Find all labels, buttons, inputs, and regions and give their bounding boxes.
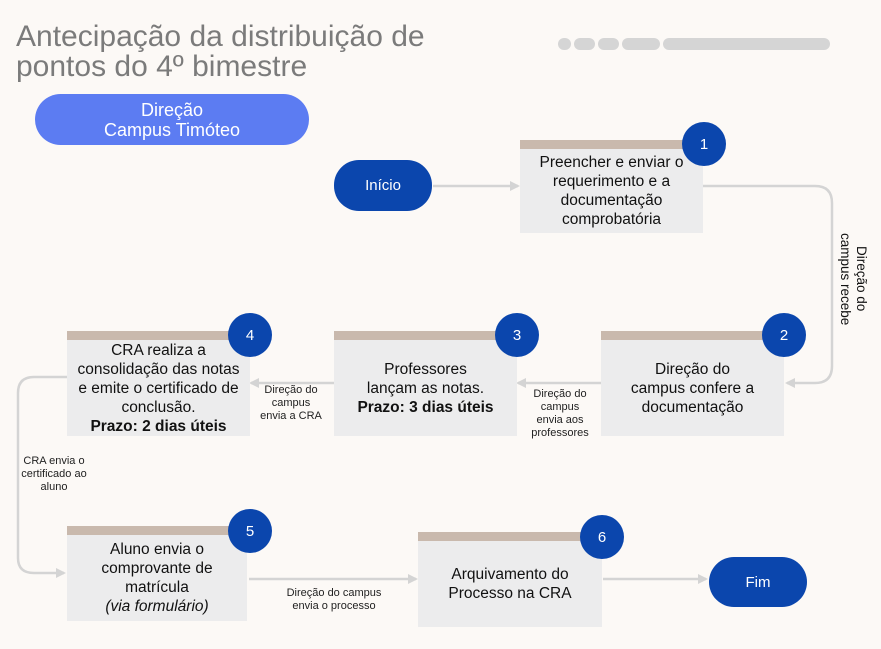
step-4-text: CRA realiza a <box>111 341 206 359</box>
connector-label-line: Direção do campus <box>286 587 382 599</box>
step-3-deadline: Prazo: 3 dias úteis <box>357 398 494 416</box>
connector-label-line: envia aos <box>536 414 584 426</box>
connector-1-2 <box>703 184 834 388</box>
progress-segment <box>622 38 660 50</box>
step-5-text: matrícula <box>125 579 189 596</box>
connector-label-2-3: Direção do campus envia aos professores <box>520 388 600 440</box>
connector-label-3-4: Direção do campus envia a CRA <box>252 384 330 423</box>
step-3-text: lançam as notas. <box>366 379 485 397</box>
connector-label-line: Direção do <box>854 246 869 312</box>
connector-label-1-2: Direção do campus recebe <box>835 224 869 334</box>
connector-label-line: campus <box>540 401 580 413</box>
connector-label-4-5: CRA envia o certificado ao aluno <box>14 455 94 494</box>
connector-label-line: campus <box>271 397 311 409</box>
campus-line-2: Campus Timóteo <box>103 119 241 140</box>
step-1-text: requerimento e a <box>552 173 671 190</box>
step-4-badge: 4 <box>228 313 272 357</box>
step-5-box: Aluno envia o comprovante de matrícula (… <box>67 526 247 621</box>
connector-label-line: Direção do <box>264 384 318 396</box>
step-2-text: Direção do <box>655 360 730 378</box>
connector-label-line: certificado ao <box>21 468 87 480</box>
step-4-deadline: Prazo: 2 dias úteis <box>90 417 227 435</box>
step-5-text: Aluno envia o <box>110 541 204 558</box>
progress-segment <box>663 38 830 50</box>
step-5-badge: 5 <box>228 509 272 553</box>
page-title: Antecipação da distribuição de pontos do… <box>16 22 536 82</box>
progress-indicator <box>558 38 830 50</box>
step-4-text: consolidação das notas <box>77 360 240 378</box>
connector-label-line: envia o processo <box>292 600 376 612</box>
step-1-box: Preencher e enviar o requerimento e a do… <box>520 140 703 233</box>
step-6-text: Processo na CRA <box>448 585 572 602</box>
campus-line-1: Direção <box>140 99 204 120</box>
progress-segment <box>574 38 595 50</box>
step-3-text: Professores <box>384 360 467 378</box>
connector-4-5 <box>16 375 67 578</box>
start-node: Início <box>334 160 432 211</box>
progress-segment <box>598 38 619 50</box>
step-2-text: campus confere a <box>630 379 755 397</box>
connector-label-line: Direção do <box>533 388 587 400</box>
step-4-text: conclusão. <box>121 398 196 416</box>
step-6-box: Arquivamento do Processo na CRA <box>418 532 602 627</box>
connector-label-line: CRA envia o <box>23 455 85 467</box>
connector-label-line: aluno <box>40 481 68 493</box>
step-5-text: comprovante de <box>101 560 213 577</box>
step-3-box: Professores lançam as notas. Prazo: 3 di… <box>334 331 517 436</box>
progress-segment <box>558 38 571 50</box>
step-2-box: Direção do campus confere a documentação <box>601 331 784 436</box>
step-2-text: documentação <box>641 398 744 416</box>
step-2-badge: 2 <box>762 313 806 357</box>
step-1-text: documentação <box>560 192 663 209</box>
step-4-text: e emite o certificado de <box>78 379 239 397</box>
connector-label-5-6: Direção do campus envia o processo <box>272 587 396 613</box>
step-1-text: comprobatória <box>561 211 662 228</box>
title-line-1: Antecipação da distribuição de <box>16 20 425 53</box>
campus-badge: Direção Campus Timóteo <box>35 94 309 145</box>
step-1-text: Preencher e enviar o <box>539 154 684 171</box>
step-3-badge: 3 <box>495 313 539 357</box>
step-5-note: (via formulário) <box>105 598 209 615</box>
end-node: Fim <box>709 557 807 607</box>
step-1-badge: 1 <box>682 122 726 166</box>
step-6-text: Arquivamento do <box>451 566 569 583</box>
title-line-2: pontos do 4º bimestre <box>16 50 308 83</box>
step-6-badge: 6 <box>580 515 624 559</box>
connector-label-line: professores <box>531 427 589 439</box>
connector-label-line: campus recebe <box>838 232 853 326</box>
connector-label-line: envia a CRA <box>260 410 322 422</box>
step-4-box: CRA realiza a consolidação das notas e e… <box>67 331 250 436</box>
